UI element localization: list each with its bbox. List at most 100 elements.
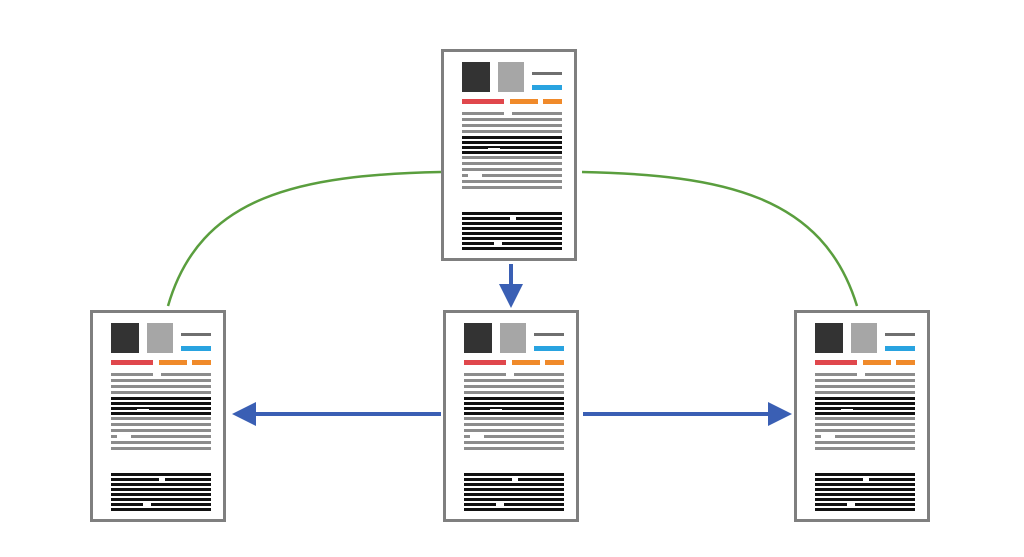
text-line xyxy=(464,441,564,444)
bold-line xyxy=(111,508,211,511)
text-line xyxy=(111,423,211,426)
bold-line xyxy=(111,402,211,405)
line-gap xyxy=(841,409,853,412)
bold-line xyxy=(462,146,562,149)
bold-line xyxy=(464,488,564,491)
tag-orange xyxy=(510,99,538,104)
image-placeholder xyxy=(851,323,877,353)
bold-line xyxy=(462,242,562,245)
bold-line xyxy=(462,141,562,144)
line-gap xyxy=(117,435,131,438)
bold-line xyxy=(815,493,915,496)
bold-line xyxy=(462,232,562,235)
text-line xyxy=(815,447,915,450)
text-line xyxy=(462,124,562,127)
line-gap xyxy=(847,503,855,506)
tag-blue xyxy=(532,85,562,90)
line-gap xyxy=(488,148,500,151)
text-line xyxy=(464,435,564,438)
bold-line xyxy=(815,483,915,486)
tag-orange xyxy=(192,360,211,365)
text-line xyxy=(464,379,564,382)
text-line xyxy=(464,447,564,450)
line-gap xyxy=(510,217,516,220)
bold-line xyxy=(111,498,211,501)
text-line xyxy=(815,423,915,426)
bold-line xyxy=(111,483,211,486)
bold-line xyxy=(464,503,564,506)
bold-line xyxy=(815,503,915,506)
tag-red xyxy=(111,360,153,365)
document-icon xyxy=(464,323,492,353)
line-gap xyxy=(512,478,518,481)
tag-orange xyxy=(545,360,564,365)
bold-line xyxy=(815,402,915,405)
bold-line xyxy=(464,498,564,501)
text-line xyxy=(462,130,562,133)
line-gap xyxy=(468,174,482,177)
arrow-center-to-right-head xyxy=(768,402,792,426)
text-line xyxy=(462,168,562,171)
arrow-top-to-center-head xyxy=(499,284,523,308)
line-gap xyxy=(496,503,504,506)
text-line xyxy=(462,174,562,177)
line-gap xyxy=(490,409,502,412)
text-line xyxy=(111,385,211,388)
text-line xyxy=(111,447,211,450)
bold-line xyxy=(462,237,562,240)
tag-orange xyxy=(863,360,891,365)
bold-line xyxy=(462,227,562,230)
bold-line xyxy=(464,473,564,476)
tag-blue xyxy=(885,346,915,351)
bold-line xyxy=(815,498,915,501)
bold-line xyxy=(464,508,564,511)
bold-line xyxy=(815,407,915,410)
bold-line xyxy=(464,412,564,415)
line-gap xyxy=(506,373,514,376)
text-line xyxy=(462,162,562,165)
bold-line xyxy=(815,488,915,491)
tag-red xyxy=(462,99,504,104)
bold-line xyxy=(111,397,211,400)
bold-line xyxy=(462,247,562,250)
bold-line xyxy=(111,473,211,476)
image-placeholder xyxy=(147,323,173,353)
bold-line xyxy=(462,212,562,215)
bold-line xyxy=(462,136,562,139)
document-icon xyxy=(462,62,490,92)
bold-line xyxy=(464,407,564,410)
green-connector-left xyxy=(166,170,442,307)
text-line xyxy=(111,441,211,444)
text-line xyxy=(815,417,915,420)
text-line xyxy=(815,373,915,376)
tag-orange xyxy=(896,360,915,365)
tag-blue xyxy=(181,346,211,351)
document-icon xyxy=(111,323,139,353)
bold-line xyxy=(464,397,564,400)
top-document xyxy=(441,49,577,261)
tag-orange xyxy=(159,360,187,365)
line-gap xyxy=(863,478,869,481)
bold-line xyxy=(462,222,562,225)
bold-line xyxy=(815,508,915,511)
line-gap xyxy=(137,409,149,412)
text-line xyxy=(111,429,211,432)
text-line xyxy=(464,391,564,394)
text-line xyxy=(462,180,562,183)
tag-blue xyxy=(534,346,564,351)
tag-red xyxy=(815,360,857,365)
line-gap xyxy=(159,478,165,481)
image-placeholder xyxy=(500,323,526,353)
text-line xyxy=(111,373,211,376)
center-document xyxy=(443,310,579,522)
bold-line xyxy=(464,493,564,496)
text-line xyxy=(815,435,915,438)
text-line xyxy=(464,373,564,376)
image-placeholder xyxy=(498,62,524,92)
text-line xyxy=(464,423,564,426)
text-line xyxy=(815,385,915,388)
text-line xyxy=(815,391,915,394)
text-line xyxy=(464,429,564,432)
